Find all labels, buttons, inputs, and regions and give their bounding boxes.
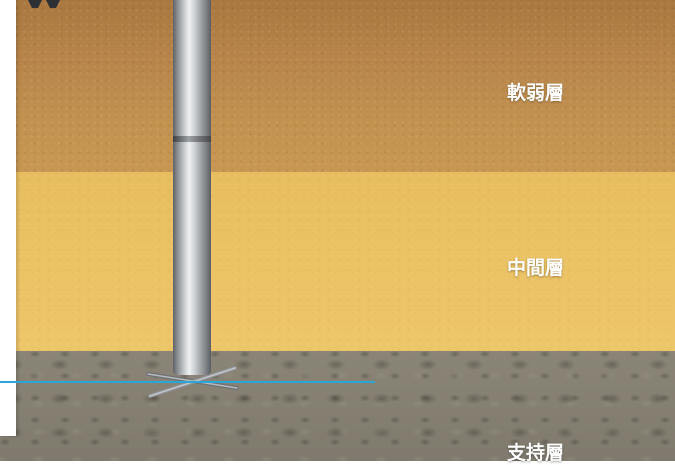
soft-layer-label: 軟弱層 [507,82,565,104]
bearing-layer-label: 支持層 [507,442,565,464]
guide-line [0,381,375,383]
bearing-layer [0,351,675,461]
pile-joint [173,136,211,142]
pile-icon [173,0,211,375]
soft-layer [0,0,675,172]
intermediate-layer [0,172,675,351]
intermediate-layer-label: 中間層 [507,257,565,279]
side-panel [0,0,16,436]
corner-mark-icon [28,0,60,8]
